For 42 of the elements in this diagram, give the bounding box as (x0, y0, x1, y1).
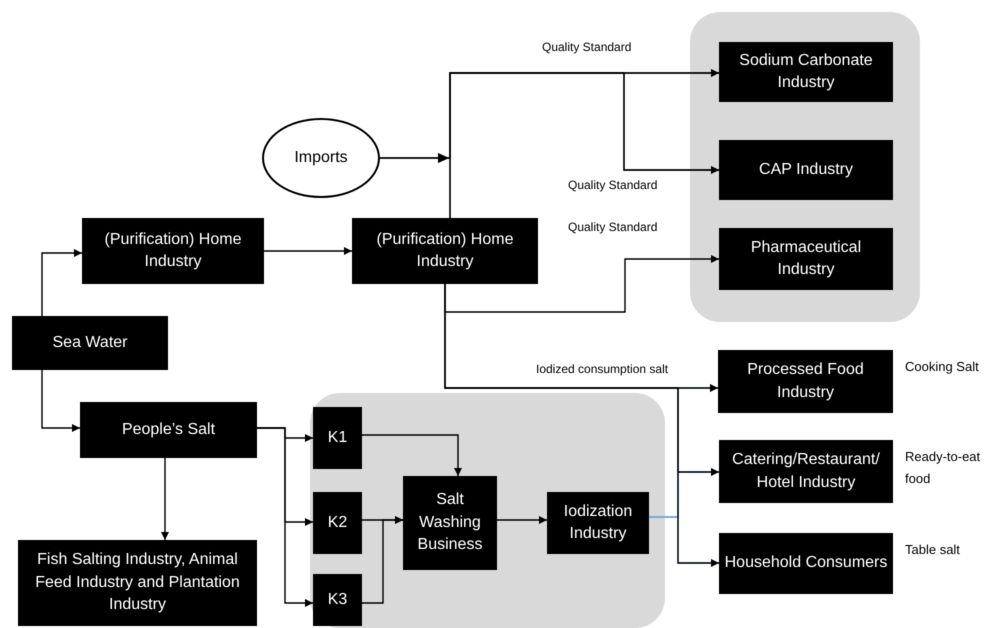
node-label: Household Consumers (724, 553, 888, 574)
node-label: Imports (294, 149, 348, 167)
group-panel (690, 12, 920, 322)
process-box (403, 476, 497, 570)
process-box (352, 218, 538, 284)
process-box (313, 574, 362, 626)
node-label: Pharmaceutical Industry (750, 238, 862, 280)
process-box (718, 350, 893, 413)
node-label: Sea Water (52, 332, 128, 353)
node-label: K2 (328, 512, 348, 533)
node-label: K3 (328, 590, 348, 610)
process-box (719, 228, 893, 290)
node-label: K1 (328, 428, 348, 448)
side-note: Cooking Salt (905, 358, 980, 376)
node-label: (Purification) Home Industry (104, 230, 242, 272)
node-label: CAP Industry (759, 160, 853, 180)
node-label: Fish Salting Industry, Animal Feed Industry and Plantation Industry (34, 550, 241, 616)
process-box (82, 218, 264, 284)
node-label: Catering/Restaurant/ Hotel Industry (731, 450, 881, 492)
edge-label: Quality Standard (566, 220, 660, 234)
side-note: Table salt (905, 541, 961, 559)
process-box (313, 407, 362, 469)
process-box (719, 42, 893, 102)
process-box (719, 140, 893, 200)
node-label: (Purification) Home Industry (376, 230, 514, 272)
node-label: People’s Salt (122, 420, 216, 440)
group-panel (310, 393, 665, 628)
side-note: Ready-to-eat food (905, 448, 982, 488)
process-box (80, 402, 257, 458)
process-box (547, 492, 649, 554)
process-box (18, 540, 257, 626)
process-box (12, 316, 168, 370)
edge-label: Quality Standard (540, 40, 634, 54)
process-box (719, 533, 893, 594)
node-label: Iodization Industry (562, 502, 634, 544)
edge-label: Iodized consumption salt (534, 362, 670, 376)
node-label: Salt Washing Business (416, 490, 484, 556)
node-label: Sodium Carbonate Industry (738, 50, 874, 93)
process-box (719, 440, 893, 503)
edge-label: Quality Standard (566, 178, 660, 192)
process-box (313, 492, 362, 554)
node-label: Processed Food Industry (746, 360, 865, 402)
